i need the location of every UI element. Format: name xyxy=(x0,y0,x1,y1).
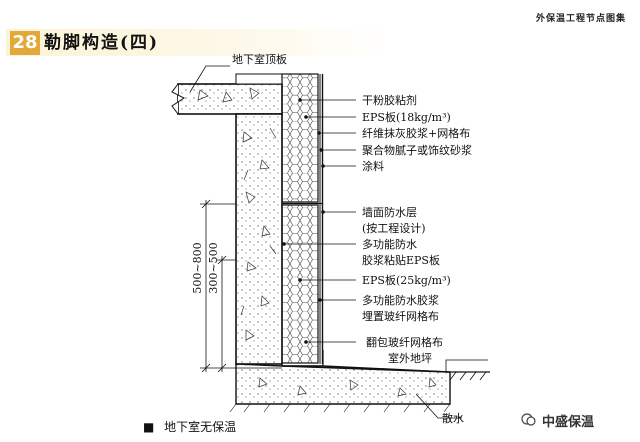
label-apron: 散水 xyxy=(442,411,464,425)
label-wrap-mesh: 翻包玻纤网格布 xyxy=(366,335,443,349)
label-multi-mortar-2: 埋置玻纤网格布 xyxy=(362,309,439,323)
header-band xyxy=(6,29,390,56)
label-paint: 涂料 xyxy=(362,159,384,173)
footer-caption-row: ■ 地下室无保温 xyxy=(143,418,236,435)
label-putty: 聚合物腻子或饰纹砂浆 xyxy=(362,143,472,157)
page-title: 勒脚构造(四) xyxy=(44,33,160,53)
label-multi-glue-1: 多功能防水 xyxy=(362,237,417,251)
label-eps18: EPS板(18kg/m³) xyxy=(362,110,451,124)
leader-dots xyxy=(282,98,325,344)
label-mesh-mortar: 纤维抹灰胶浆+网格布 xyxy=(362,126,470,140)
eps-board-upper xyxy=(281,73,319,203)
eps-board-lower xyxy=(281,204,319,364)
dim-outer-label: 500~800 xyxy=(191,242,204,293)
wechat-icon xyxy=(521,413,536,426)
dim-inner-label: 300~500 xyxy=(207,242,220,293)
label-roof-slab: 地下室顶板 xyxy=(232,52,287,66)
apron-slab xyxy=(235,363,451,405)
leader-lines xyxy=(189,65,488,419)
wall-top xyxy=(235,73,283,85)
brand-name: 中盛保温 xyxy=(542,415,595,430)
section-number: 28 xyxy=(10,31,40,55)
dimension-inner xyxy=(216,255,236,373)
label-multi-glue-2: 胶浆粘贴EPS板 xyxy=(362,253,440,267)
label-waterproof-1: 墙面防水层 xyxy=(362,205,417,219)
bullet-icon: ■ xyxy=(143,420,155,434)
label-adhesive: 干粉胶粘剂 xyxy=(362,93,417,107)
dimension-outer xyxy=(200,199,282,373)
collection-title: 外保温工程节点图集 xyxy=(535,14,626,24)
ground-hatch xyxy=(229,371,490,413)
label-eps25: EPS板(25kg/m³) xyxy=(362,273,451,287)
concrete-wall xyxy=(235,113,283,365)
label-multi-mortar-1: 多功能防水胶浆 xyxy=(362,293,439,307)
label-waterproof-2: (按工程设计) xyxy=(362,221,426,235)
label-outdoor-ground: 室外地坪 xyxy=(388,351,432,365)
roof-slab xyxy=(171,83,283,115)
footer-caption: 地下室无保温 xyxy=(164,420,237,434)
